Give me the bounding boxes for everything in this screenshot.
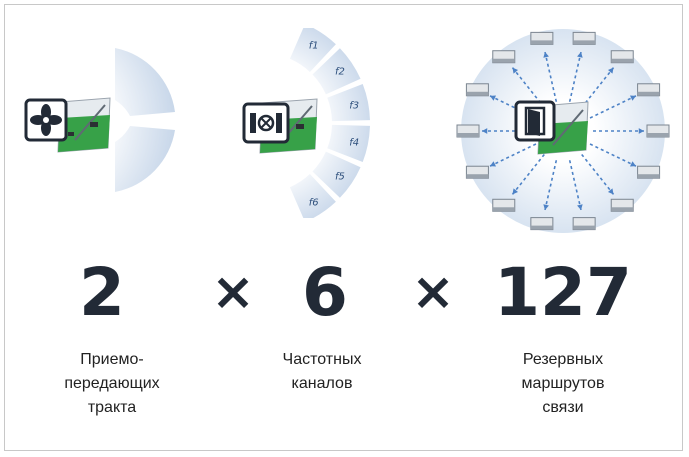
channel-icon	[242, 102, 290, 144]
mesh-graphic	[456, 29, 670, 233]
route-arrow	[581, 153, 615, 195]
route-arrow-head	[543, 52, 549, 58]
channel-wedge	[327, 124, 370, 162]
caption-transceivers: Приемо- передающих тракта	[64, 351, 160, 416]
multiply-sign: ×	[411, 262, 455, 322]
route-arrow	[581, 67, 615, 109]
route-arrow-head	[607, 188, 614, 195]
mesh-node	[465, 83, 489, 97]
number-routes: 127	[494, 254, 632, 331]
route-arrow	[544, 160, 558, 211]
mesh-node	[465, 165, 489, 179]
route-arrow-head	[638, 128, 644, 134]
channel-wedge	[312, 151, 361, 198]
route-arrow	[568, 51, 582, 102]
mesh-node	[492, 198, 516, 212]
channel-label: f2	[335, 66, 345, 77]
door-icon	[514, 100, 556, 142]
mesh-node	[610, 198, 634, 212]
mesh-node	[610, 50, 634, 64]
mesh-node	[530, 217, 554, 231]
route-arrow-head	[512, 67, 519, 74]
number-transceivers: 2	[79, 254, 125, 331]
channel-wedge	[312, 48, 361, 95]
number-channels: 6	[302, 254, 348, 331]
channel-label: f4	[349, 137, 359, 148]
route-arrow-head	[629, 95, 636, 101]
mesh-node	[646, 124, 670, 138]
channels-graphic: f1 f2 f3 f4 f5 f6	[242, 28, 370, 218]
fan-icon	[24, 98, 68, 142]
route-arrow	[589, 143, 637, 167]
channel-wedge	[289, 174, 336, 218]
channel-label: f3	[349, 101, 359, 112]
route-arrow-head	[607, 67, 614, 74]
route-arrow-head	[543, 204, 549, 210]
multiply-sign: ×	[211, 262, 255, 322]
mesh-node	[572, 217, 596, 231]
route-arrow-head	[512, 188, 519, 195]
mesh-node	[637, 165, 661, 179]
channel-label: f6	[309, 198, 319, 209]
signal-wave-upper	[115, 48, 175, 116]
channel-label: f1	[309, 40, 319, 51]
caption-channels: Частотных каналов	[282, 351, 362, 392]
mesh-nodes	[456, 31, 670, 231]
mesh-node	[456, 124, 480, 138]
channel-fan: f1 f2 f3 f4 f5 f6	[289, 28, 370, 218]
circuit-board	[57, 97, 111, 153]
route-arrow-head	[577, 204, 583, 210]
mesh-node	[637, 83, 661, 97]
route-arrow	[589, 95, 637, 119]
route-arrow-head	[629, 161, 636, 167]
route-arrow	[544, 51, 558, 102]
route-arrow-head	[490, 161, 497, 167]
caption-routes: Резервных маршрутов связи	[521, 351, 605, 416]
route-arrow-head	[490, 95, 497, 101]
route-arrow-head	[482, 128, 488, 134]
mesh-node	[492, 50, 516, 64]
route-arrow	[568, 160, 582, 211]
mesh-node	[530, 31, 554, 45]
mesh-node	[572, 31, 596, 45]
route-arrow-head	[577, 52, 583, 58]
channel-label: f5	[335, 172, 345, 183]
route-arrow	[511, 153, 545, 195]
signal-wave-lower	[115, 126, 175, 192]
route-arrow	[489, 143, 537, 167]
transceiver-graphic	[24, 48, 175, 192]
channel-wedge	[289, 28, 336, 72]
channel-wedge	[327, 84, 370, 122]
